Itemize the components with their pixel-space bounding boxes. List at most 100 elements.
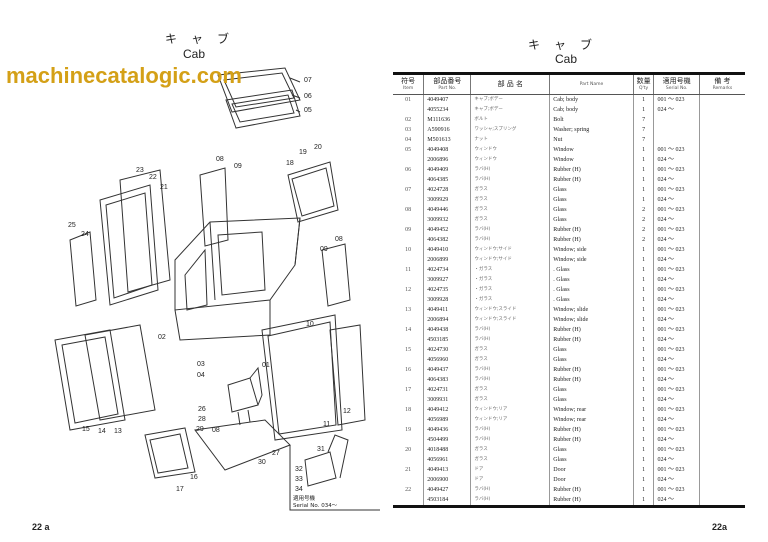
part-name-cell: Rubber (H) — [549, 225, 634, 235]
qty-cell: 1 — [632, 445, 654, 455]
part-name-cell: Rubber (H) — [549, 335, 634, 345]
serial-cell: 001 ～ 023 — [653, 225, 700, 235]
remarks-cell — [698, 235, 745, 245]
part-name-cell: Rubber (H) — [549, 495, 634, 507]
floor-plate-drawing — [194, 419, 291, 471]
serial-cell: 001 ～ 023 — [653, 285, 700, 295]
callout-label: 22 — [149, 174, 157, 181]
remarks-cell — [698, 415, 745, 425]
roof-window-drawing — [217, 67, 301, 129]
serial-note: 適用号機 Serial No. 034～ — [293, 496, 337, 510]
qty-cell: 1 — [632, 465, 654, 475]
serial-cell: 024 ～ — [653, 415, 700, 425]
qty-cell: 1 — [632, 255, 654, 265]
part-no-cell: 3009929 — [423, 195, 471, 205]
item-cell: 05 — [405, 147, 412, 153]
remarks-cell — [698, 475, 745, 485]
qty-cell: 7 — [632, 115, 654, 125]
serial-cell: 001 ～ 023 — [653, 385, 700, 395]
callout-label: 12 — [343, 408, 351, 415]
serial-cell: 001 ～ 023 — [653, 94, 700, 105]
part-name-cell: Rubber (H) — [549, 165, 634, 175]
part-name-cell: Rubber (H) — [549, 485, 634, 495]
part-name-jp-cell: ・ガラス — [470, 285, 550, 295]
part-name-jp-cell: ウィンドウ;リア — [470, 415, 550, 425]
window-08-right-drawing — [321, 243, 351, 307]
remarks-cell — [698, 115, 745, 125]
serial-cell: 024 ～ — [653, 295, 700, 305]
callout-label: 27 — [272, 450, 280, 457]
callout-label: 19 — [299, 149, 307, 156]
rear-window-drawing — [287, 161, 339, 223]
part-name-jp-cell: キャブ;ボデー — [470, 105, 550, 115]
callout-label: 11 — [323, 421, 331, 428]
item-cell — [393, 435, 424, 445]
remarks-cell — [698, 215, 745, 225]
qty-cell: 1 — [632, 295, 654, 305]
part-no-cell: 4024734 — [423, 265, 471, 275]
item-cell: 11 — [405, 267, 412, 273]
part-name-jp-cell: ラバ(H) — [470, 335, 550, 345]
part-name-cell: Rubber (H) — [549, 425, 634, 435]
qty-cell: 7 — [632, 125, 654, 135]
item-cell: 01 — [405, 97, 412, 103]
callout-label: 16 — [190, 474, 198, 481]
part-name-cell: Glass — [549, 445, 634, 455]
item-cell: 02 — [405, 117, 412, 123]
item-cell — [393, 105, 424, 115]
serial-cell: 024 ～ — [653, 355, 700, 365]
part-name-cell: Bolt — [549, 115, 634, 125]
part-name-jp-cell: ラバ(H) — [470, 485, 550, 495]
serial-cell: 001 ～ 023 — [653, 445, 700, 455]
callout-label: 31 — [317, 446, 325, 453]
item-cell: 22 — [405, 487, 412, 493]
part-name-cell: Rubber (H) — [549, 375, 634, 385]
slide-window-drawing — [54, 324, 156, 431]
part-name-cell: Window; rear — [549, 405, 634, 415]
column-header-jp: 適用号機 — [662, 76, 691, 85]
serial-cell: 001 ～ 023 — [653, 305, 700, 315]
serial-cell: 001 ～ 023 — [653, 365, 700, 375]
part-name-jp-cell: ウィンドウ;サイド — [470, 245, 550, 255]
item-cell — [393, 475, 424, 485]
column-header-jp: 数量 — [636, 76, 651, 85]
serial-cell: 001 ～ 023 — [653, 405, 700, 415]
callout-label: 28 — [198, 416, 206, 423]
item-cell: 18 — [405, 407, 412, 413]
part-no-cell: 4503185 — [423, 335, 471, 345]
part-name-jp-cell: ラバ(H) — [470, 235, 550, 245]
part-name-jp-cell: キャブ;ボデー — [470, 94, 550, 105]
qty-cell: 2 — [632, 235, 654, 245]
qty-cell: 1 — [632, 355, 654, 365]
item-cell: 19 — [405, 427, 412, 433]
callout-label: 26 — [198, 406, 206, 413]
item-cell: 09 — [405, 227, 412, 233]
part-name-cell: Window; side — [549, 245, 634, 255]
callout-label: 13 — [114, 428, 122, 435]
item-cell — [393, 355, 424, 365]
remarks-cell — [698, 285, 745, 295]
callout-label: 18 — [286, 160, 294, 167]
qty-cell: 1 — [632, 335, 654, 345]
part-name-cell: Glass — [549, 355, 634, 365]
qty-cell: 1 — [632, 385, 654, 395]
serial-cell — [653, 135, 700, 145]
part-no-cell: 4049407 — [423, 94, 471, 105]
qty-cell: 1 — [632, 315, 654, 325]
callout-label: 05 — [304, 107, 312, 114]
serial-cell: 001 ～ 023 — [653, 245, 700, 255]
serial-cell — [653, 115, 700, 125]
